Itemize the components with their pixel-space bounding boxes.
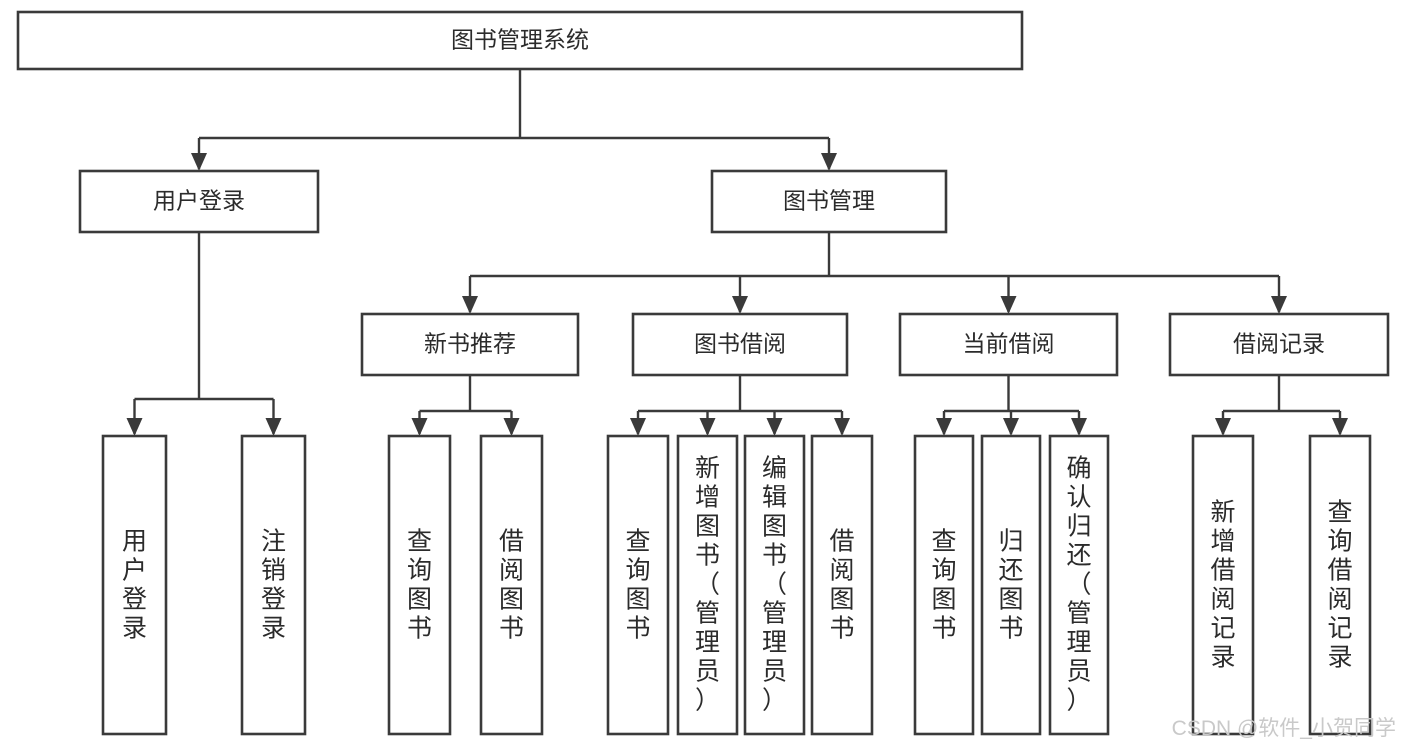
- node-root[interactable]: 图书管理系统: [16, 10, 1024, 71]
- arrow-head-book-borrow-to-leaf-add-book-admin: [699, 418, 716, 436]
- leaf-box-leaf-logout-login: [240, 434, 307, 736]
- leaf-label-leaf-add-borrow-record: 新增借阅记录: [1210, 499, 1235, 672]
- arrow-head-root-to-user-login: [191, 153, 207, 171]
- leaf-leaf-return-book[interactable]: 归还图书: [980, 434, 1042, 736]
- arrow-head-user-login-to-leaf-user-login: [126, 418, 143, 436]
- csdn-watermark: CSDN @软件_小贺同学: [1172, 717, 1396, 740]
- arrow-head-borrow-record-to-leaf-add-borrow-record: [1215, 418, 1231, 436]
- leaf-box-leaf-add-book-admin: [676, 434, 739, 736]
- node-box-new-book-recommend: [360, 312, 580, 377]
- node-current-borrow[interactable]: 当前借阅: [898, 312, 1119, 377]
- leaf-leaf-logout-login[interactable]: 注销登录: [240, 434, 307, 736]
- arrow-head-current-borrow-to-leaf-confirm-return-admin: [1071, 418, 1087, 436]
- leaf-leaf-add-borrow-record[interactable]: 新增借阅记录: [1191, 434, 1255, 736]
- arrow-head-new-book-recommend-to-leaf-query-book-1: [411, 418, 428, 436]
- leaf-leaf-query-borrow-record[interactable]: 查询借阅记录: [1308, 434, 1372, 736]
- leaf-label-leaf-return-book: 归还图书: [998, 528, 1023, 643]
- arrow-head-current-borrow-to-leaf-return-book: [1003, 418, 1019, 436]
- leaf-leaf-query-book-3[interactable]: 查询图书: [913, 434, 975, 736]
- node-box-borrow-record: [1168, 312, 1390, 377]
- node-user-login[interactable]: 用户登录: [78, 169, 320, 234]
- node-box-user-login: [78, 169, 320, 234]
- node-label-user-login: 用户登录: [153, 188, 245, 214]
- leaf-leaf-add-book-admin[interactable]: 新增图书（管理员）: [676, 434, 739, 736]
- leaf-label-leaf-borrow-book-2: 借阅图书: [829, 528, 854, 643]
- node-book-manage[interactable]: 图书管理: [710, 169, 948, 234]
- leaf-box-leaf-query-borrow-record: [1308, 434, 1372, 736]
- node-label-root: 图书管理系统: [451, 27, 589, 53]
- leaf-box-leaf-edit-book-admin: [743, 434, 806, 736]
- leaf-label-leaf-query-book-1: 查询图书: [407, 528, 432, 643]
- nodes-layer: 图书管理系统用户登录图书管理新书推荐图书借阅当前借阅借阅记录用户登录注销登录查询…: [16, 10, 1390, 736]
- leaf-box-leaf-query-book-1: [387, 434, 452, 736]
- leaf-label-leaf-borrow-book-1: 借阅图书: [499, 528, 524, 643]
- arrow-head-bookmanage-to-book-borrow: [732, 296, 748, 314]
- arrow-head-book-borrow-to-leaf-borrow-book-2: [834, 418, 850, 436]
- arrow-head-user-login-to-leaf-logout-login: [265, 418, 282, 436]
- node-box-root: [16, 10, 1024, 71]
- leaf-box-leaf-add-borrow-record: [1191, 434, 1255, 736]
- node-label-current-borrow: 当前借阅: [963, 331, 1055, 357]
- leaf-box-leaf-query-book-2: [606, 434, 670, 736]
- node-label-borrow-record: 借阅记录: [1233, 331, 1325, 357]
- leaf-box-leaf-borrow-book-1: [479, 434, 544, 736]
- arrow-head-borrow-record-to-leaf-query-borrow-record: [1332, 418, 1348, 436]
- arrow-head-current-borrow-to-leaf-query-book-3: [936, 418, 952, 436]
- leaf-label-leaf-add-book-admin: 新增图书（管理员）: [695, 455, 720, 715]
- node-box-book-manage: [710, 169, 948, 234]
- leaf-box-leaf-query-book-3: [913, 434, 975, 736]
- connectors-layer: [126, 69, 1348, 436]
- leaf-label-leaf-logout-login: 注销登录: [261, 528, 286, 643]
- leaf-leaf-user-login[interactable]: 用户登录: [101, 434, 168, 736]
- leaf-box-leaf-user-login: [101, 434, 168, 736]
- node-label-book-borrow: 图书借阅: [694, 331, 786, 357]
- node-label-book-manage: 图书管理: [783, 188, 875, 214]
- node-book-borrow[interactable]: 图书借阅: [631, 312, 849, 377]
- arrow-head-bookmanage-to-new-book-recommend: [462, 296, 478, 314]
- arrow-head-root-to-book-manage: [821, 153, 837, 171]
- leaf-label-leaf-query-borrow-record: 查询借阅记录: [1327, 499, 1352, 672]
- node-borrow-record[interactable]: 借阅记录: [1168, 312, 1390, 377]
- leaf-label-leaf-confirm-return-admin: 确认归还（管理员）: [1066, 455, 1091, 715]
- leaf-box-leaf-borrow-book-2: [810, 434, 874, 736]
- leaf-leaf-edit-book-admin[interactable]: 编辑图书（管理员）: [743, 434, 806, 736]
- node-new-book-recommend[interactable]: 新书推荐: [360, 312, 580, 377]
- leaf-leaf-confirm-return-admin[interactable]: 确认归还（管理员）: [1048, 434, 1110, 736]
- node-box-book-borrow: [631, 312, 849, 377]
- arrow-head-new-book-recommend-to-leaf-borrow-book-1: [503, 418, 520, 436]
- leaf-leaf-borrow-book-1[interactable]: 借阅图书: [479, 434, 544, 736]
- leaf-box-leaf-confirm-return-admin: [1048, 434, 1110, 736]
- leaf-leaf-query-book-1[interactable]: 查询图书: [387, 434, 452, 736]
- leaf-label-leaf-query-book-2: 查询图书: [625, 528, 650, 643]
- leaf-leaf-query-book-2[interactable]: 查询图书: [606, 434, 670, 736]
- arrow-head-book-borrow-to-leaf-edit-book-admin: [766, 418, 783, 436]
- leaf-leaf-borrow-book-2[interactable]: 借阅图书: [810, 434, 874, 736]
- arrow-head-bookmanage-to-borrow-record: [1271, 296, 1287, 314]
- node-box-current-borrow: [898, 312, 1119, 377]
- node-label-new-book-recommend: 新书推荐: [424, 331, 516, 357]
- leaf-label-leaf-edit-book-admin: 编辑图书（管理员）: [762, 455, 787, 715]
- leaf-label-leaf-user-login: 用户登录: [122, 528, 147, 643]
- leaf-box-leaf-return-book: [980, 434, 1042, 736]
- arrow-head-book-borrow-to-leaf-query-book-2: [630, 418, 646, 436]
- arrow-head-bookmanage-to-current-borrow: [1000, 296, 1017, 314]
- leaf-label-leaf-query-book-3: 查询图书: [931, 528, 956, 643]
